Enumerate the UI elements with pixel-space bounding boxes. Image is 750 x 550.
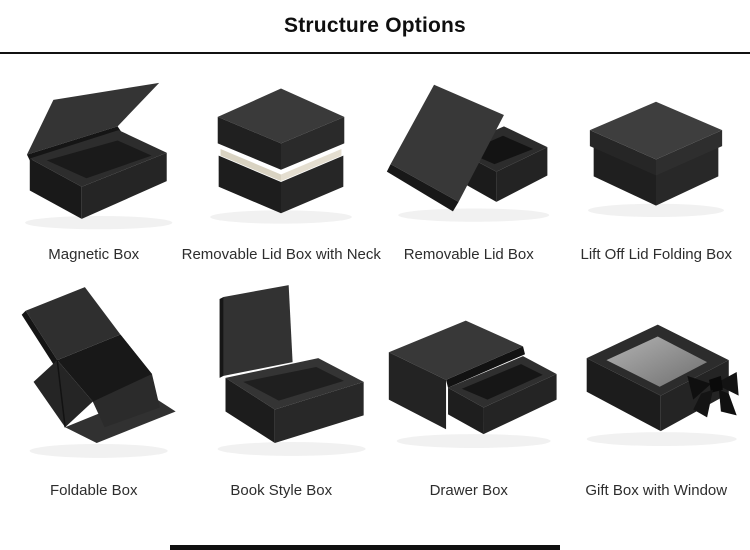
page-title: Structure Options [284,14,466,37]
book-style-box-image [188,264,376,476]
label-magnetic-box: Magnetic Box [48,246,140,263]
drawer-box-icon [388,320,557,448]
card-drawer-box: Drawer Box [375,264,563,500]
card-removable-lid-box: Removable Lid Box [375,54,563,264]
foldable-box-image [0,264,188,476]
label-book-style-box: Book Style Box [230,482,333,499]
card-lift-off-lid-folding-box: Lift Off Lid Folding Box [563,54,750,264]
card-magnetic-box: Magnetic Box [0,54,188,264]
gift-box-with-window-image [563,264,750,476]
label-gift-box-with-window: Gift Box with Window [585,482,728,499]
card-foldable-box: Foldable Box [0,264,188,500]
card-gift-box-with-window: Gift Box with Window [563,264,750,500]
section-header: Structure Options [0,0,750,54]
label-drawer-box: Drawer Box [429,482,508,499]
lift-off-lid-folding-box-icon [588,101,725,217]
removable-lid-box-with-neck-image [188,54,376,244]
magnetic-box-image [0,54,188,244]
label-removable-lid-box-with-neck: Removable Lid Box with Neck [181,246,381,263]
gift-box-with-window-icon [586,324,739,446]
removable-lid-box-image [375,54,563,244]
card-removable-lid-box-with-neck: Removable Lid Box with Neck [182,54,381,264]
removable-lid-box-with-neck-icon [210,88,353,224]
label-foldable-box: Foldable Box [49,482,138,499]
label-lift-off-lid-folding-box: Lift Off Lid Folding Box [580,246,732,263]
foldable-box-icon [21,287,176,458]
bottom-bar [170,545,560,550]
book-style-box-icon [217,285,366,456]
lift-off-lid-folding-box-image [563,54,750,244]
removable-lid-box-icon [386,84,550,222]
drawer-box-image [375,264,563,476]
structure-grid-row-1: Magnetic Box Removable Lid Box with Neck [0,54,750,264]
label-removable-lid-box: Removable Lid Box [403,246,534,263]
magnetic-box-icon [24,82,173,230]
card-book-style-box: Book Style Box [188,264,376,500]
structure-grid-row-2: Foldable Box Book Style Box [0,264,750,500]
